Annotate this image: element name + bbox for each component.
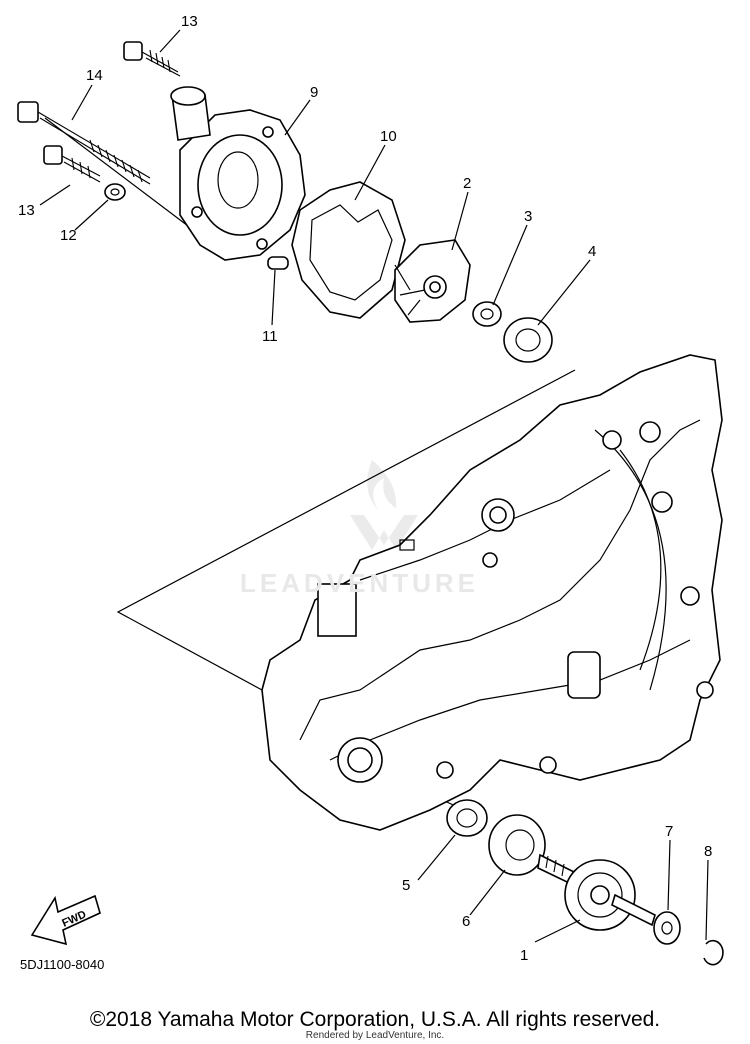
washer-12 xyxy=(104,183,126,201)
washer-3 xyxy=(472,301,502,327)
water-pump-cover xyxy=(170,86,306,261)
impeller xyxy=(394,239,471,323)
bolt-14-long xyxy=(17,101,151,185)
washer-7 xyxy=(653,911,681,945)
callout-11: 11 xyxy=(262,328,278,345)
callout-labels: 13 14 9 10 2 3 4 13 12 11 5 6 7 8 1 xyxy=(18,13,712,964)
watermark-text: LEADVENTURE xyxy=(240,568,480,598)
watermark-logo xyxy=(350,460,418,550)
circlip-8 xyxy=(703,939,724,966)
callout-6: 6 xyxy=(462,913,470,930)
gasket xyxy=(291,181,406,319)
callout-7: 7 xyxy=(665,823,673,840)
callout-2: 2 xyxy=(463,175,471,192)
callout-8: 8 xyxy=(704,843,712,860)
callout-13-top: 13 xyxy=(181,13,198,30)
fwd-arrow-icon: FWD xyxy=(30,894,101,946)
oil-seal-5 xyxy=(446,799,488,837)
reference-code: 5DJ1100-8040 xyxy=(20,957,105,972)
callout-9: 9 xyxy=(310,84,318,101)
callout-5: 5 xyxy=(402,877,410,894)
copyright-notice: ©2018 Yamaha Motor Corporation, U.S.A. A… xyxy=(89,1008,661,1031)
impeller-shaft-gear xyxy=(537,853,656,931)
callout-13-lower: 13 xyxy=(18,202,35,219)
callout-12: 12 xyxy=(60,227,77,244)
callout-4: 4 xyxy=(588,243,596,260)
rendered-by-notice: Rendered by LeadVenture, Inc. xyxy=(305,1030,445,1041)
bolt-13-top xyxy=(123,41,181,77)
bearing-4 xyxy=(503,317,553,363)
crankcase xyxy=(261,354,723,831)
callout-leaders xyxy=(39,29,709,943)
callout-14: 14 xyxy=(86,67,103,84)
callout-3: 3 xyxy=(524,208,532,225)
bolt-13-lower xyxy=(43,145,101,183)
callout-10: 10 xyxy=(380,128,397,145)
dowel-pin xyxy=(267,256,289,270)
bearing-6 xyxy=(488,814,546,876)
callout-1: 1 xyxy=(520,947,528,964)
